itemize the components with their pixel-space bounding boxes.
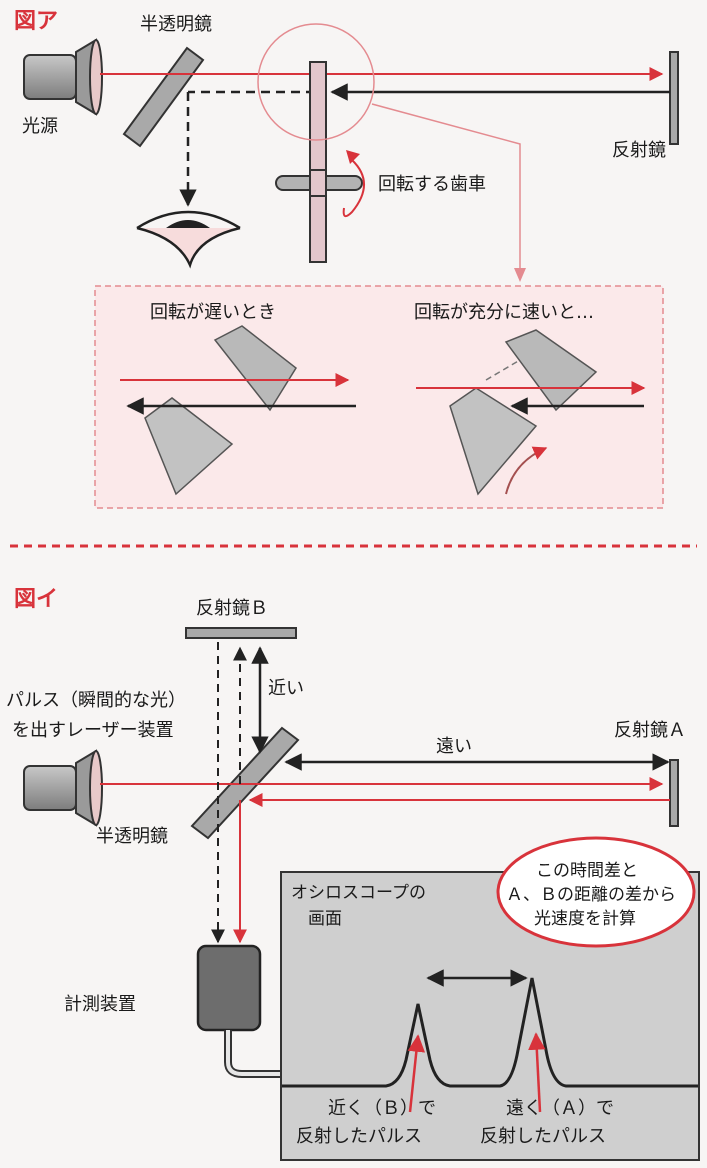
eye-icon xyxy=(136,210,241,269)
scope-label-1: オシロスコープの xyxy=(291,883,426,903)
laser-device-icon xyxy=(23,749,103,827)
far-pulse-label-1: 遠く（Ａ）で xyxy=(506,1098,614,1119)
near-label: 近い xyxy=(268,678,304,699)
pulse-waveform xyxy=(282,977,698,1088)
near-pulse-label-1: 近く（Ｂ）で xyxy=(328,1098,436,1119)
figure-b-title: 図イ xyxy=(14,587,58,612)
measuring-device-label: 計測装置 xyxy=(64,994,136,1015)
mirror xyxy=(669,51,679,145)
measuring-device xyxy=(196,944,262,1032)
mirror-a-label: 反射鏡Ａ xyxy=(614,720,686,741)
mirror-a xyxy=(669,759,679,827)
half-mirror xyxy=(122,46,205,148)
far-pulse-label-2: 反射したパルス xyxy=(480,1126,606,1147)
near-pulse-label-2: 反射したパルス xyxy=(296,1126,422,1147)
light-source-label: 光源 xyxy=(22,116,58,137)
fast-caption: 回転が充分に速いと… xyxy=(414,302,594,323)
scope-label-2: 画面 xyxy=(308,909,342,929)
bubble-line-2: Ａ、Ｂの距離の差から xyxy=(506,885,676,905)
rotating-gear-label: 回転する歯車 xyxy=(378,174,486,195)
bubble-line-1: この時間差と xyxy=(536,861,638,881)
mirror-label: 反射鏡 xyxy=(612,140,666,161)
rotating-gear xyxy=(275,61,363,263)
gear-teeth-slow xyxy=(144,325,297,496)
far-label: 遠い xyxy=(436,736,472,757)
slow-caption: 回転が遅いとき xyxy=(150,302,276,323)
mirror-b xyxy=(185,627,297,639)
light-source-icon xyxy=(23,38,103,116)
note-bubble xyxy=(496,836,696,948)
laser-label-1: パルス（瞬間的な光） xyxy=(6,690,186,711)
bubble-line-3: 光速度を計算 xyxy=(534,909,636,929)
half-mirror-label: 半透明鏡 xyxy=(140,14,212,35)
mirror-b-label: 反射鏡Ｂ xyxy=(196,598,268,619)
laser-label-2: を出すレーザー装置 xyxy=(12,720,174,741)
device-cable xyxy=(224,1030,282,1078)
rotation-arrow-icon xyxy=(342,159,365,218)
zoom-circle xyxy=(257,23,375,141)
zoom-connector xyxy=(371,103,521,268)
half-mirror-b-label: 半透明鏡 xyxy=(96,826,168,847)
fast-rotation-arrow-icon xyxy=(505,446,548,495)
figure-a-title: 図ア xyxy=(14,9,58,34)
